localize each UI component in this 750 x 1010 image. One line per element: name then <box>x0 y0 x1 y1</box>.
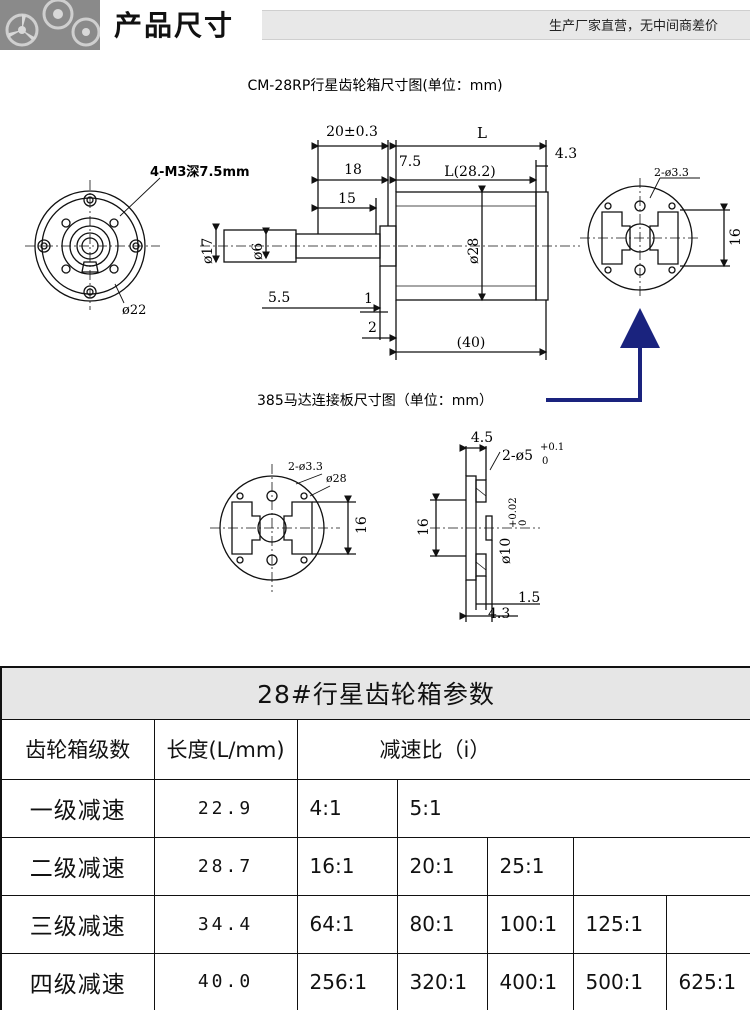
ratio-cell: 64:1 <box>296 894 398 954</box>
ratio-cell: 400:1 <box>486 952 574 1010</box>
label-screw-holes: 4-M3深7.5mm <box>150 164 250 180</box>
label-plate-phi5-tol-up: +0.1 <box>540 442 564 453</box>
label-5-5: 5.5 <box>268 290 290 306</box>
label-L-28-2: L(28.2) <box>444 164 495 180</box>
empty-cell <box>572 836 750 896</box>
label-L: L <box>477 124 487 142</box>
label-plate-4-5: 4.5 <box>471 430 493 446</box>
table-row: 二级减速 28.7 16:1 20:1 25:1 <box>0 836 750 896</box>
ratio-cell: 25:1 <box>486 836 574 896</box>
ratio-cell: 5:1 <box>396 778 750 838</box>
drawing2-caption: 385马达连接板尺寸图（单位：mm） <box>257 392 493 409</box>
motor-plate-front-view <box>210 464 356 592</box>
label-end-holes: 2-ø3.3 <box>654 166 689 179</box>
label-7-5: 7.5 <box>399 154 421 170</box>
label-18: 18 <box>344 162 362 178</box>
header-slogan: 生产厂家直营，无中间商差价 <box>548 19 718 34</box>
table-title: 28#行星齿轮箱参数 <box>0 666 750 720</box>
gearbox-side-view <box>200 140 580 360</box>
length-cell: 40.0 <box>153 952 298 1010</box>
label-15: 15 <box>338 191 356 207</box>
label-plate-holes: 2-ø3.3 <box>288 460 323 473</box>
label-d22: ø22 <box>122 303 146 318</box>
label-plate-16b: 16 <box>416 518 432 536</box>
label-plate-phi10-tol-up: +0.02 <box>508 497 519 528</box>
label-20: 20±0.3 <box>326 124 378 140</box>
table-row: 一级减速 22.9 4:1 5:1 <box>0 778 750 838</box>
ratio-cell: 16:1 <box>296 836 398 896</box>
gear-logo-icon <box>0 0 100 50</box>
gearbox-end-view <box>580 177 730 298</box>
page-title: 产品尺寸 <box>114 9 235 42</box>
ratio-cell: 100:1 <box>486 894 574 954</box>
technical-drawing: CM-28RP行星齿轮箱尺寸图(单位：mm) 4-M3深7.5mm ø22 <box>25 78 744 622</box>
header-stage: 齿轮箱级数 <box>0 718 155 780</box>
label-plate-1-5: 1.5 <box>518 590 540 606</box>
ratio-cell: 500:1 <box>572 952 667 1010</box>
label-plate-phi5: 2-ø5 <box>502 448 533 464</box>
label-40: (40) <box>457 335 486 351</box>
motor-plate-side-view <box>430 444 540 622</box>
stage-cell: 二级减速 <box>0 836 155 896</box>
ratio-cell: 256:1 <box>296 952 398 1010</box>
length-cell: 22.9 <box>153 778 298 838</box>
label-phi28: ø28 <box>466 238 482 264</box>
length-cell: 34.4 <box>153 894 298 954</box>
header-length: 长度(L/mm) <box>153 718 298 780</box>
ratio-cell: 625:1 <box>665 952 750 1010</box>
label-1: 1 <box>364 291 373 307</box>
length-cell: 28.7 <box>153 836 298 896</box>
ratio-cell: 4:1 <box>296 778 398 838</box>
flow-arrow <box>546 308 660 402</box>
label-plate-phi10-tol-low: 0 <box>518 520 529 526</box>
label-phi17: ø17 <box>200 238 216 264</box>
label-end-16: 16 <box>728 228 744 246</box>
page-header: 产品尺寸 生产厂家直营，无中间商差价 <box>0 0 750 50</box>
label-plate-phi28: ø28 <box>326 472 347 485</box>
label-4-3: 4.3 <box>555 146 577 162</box>
label-plate-16: 16 <box>354 516 370 534</box>
ratio-cell: 20:1 <box>396 836 488 896</box>
label-2: 2 <box>368 320 377 336</box>
label-plate-4-3: 4.3 <box>488 606 510 622</box>
label-plate-phi10: ø10 <box>498 538 514 564</box>
params-table: 28#行星齿轮箱参数 齿轮箱级数 长度(L/mm) 减速比（i） 一级减速 22… <box>0 666 750 1010</box>
stage-cell: 四级减速 <box>0 952 155 1010</box>
ratio-cell: 80:1 <box>396 894 488 954</box>
ratio-cell: 125:1 <box>572 894 667 954</box>
table-row: 三级减速 34.4 64:1 80:1 100:1 125:1 <box>0 894 750 954</box>
table-row: 四级减速 40.0 256:1 320:1 400:1 500:1 625:1 <box>0 952 750 1010</box>
label-phi6: ø6 <box>250 243 266 260</box>
stage-cell: 三级减速 <box>0 894 155 954</box>
drawing1-caption: CM-28RP行星齿轮箱尺寸图(单位：mm) <box>247 78 502 94</box>
header-band <box>262 10 750 40</box>
label-plate-phi5-tol-low: 0 <box>542 456 548 467</box>
stage-cell: 一级减速 <box>0 778 155 838</box>
ratio-cell: 320:1 <box>396 952 488 1010</box>
header-ratio: 减速比（i） <box>296 718 750 780</box>
empty-cell <box>665 894 750 954</box>
gearbox-front-view <box>25 177 161 310</box>
